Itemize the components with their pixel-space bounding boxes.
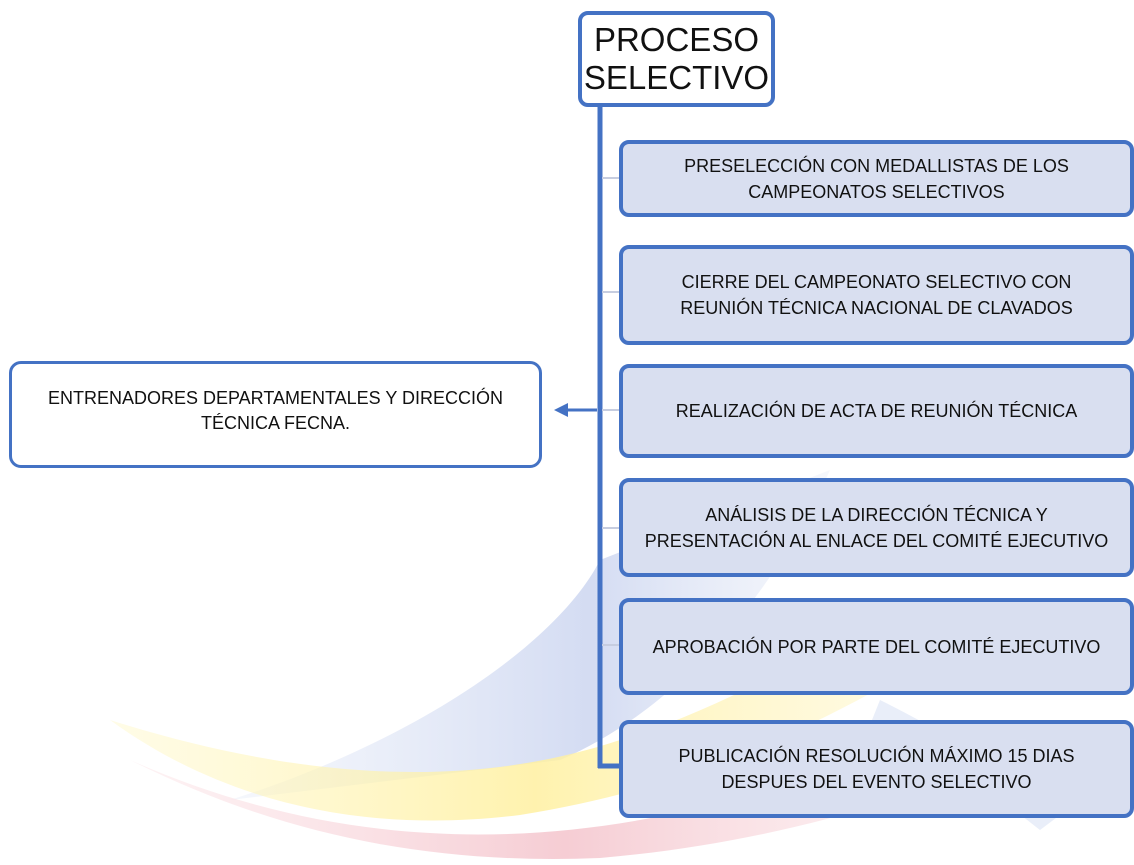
side-note-label: ENTRENADORES DEPARTAMENTALES Y DIRECCIÓN…: [47, 388, 504, 433]
process-title-box: PROCESO SELECTIVO: [578, 11, 775, 107]
step-box-2: CIERRE DEL CAMPEONATO SELECTIVO CON REUN…: [619, 245, 1134, 345]
step-box-6: PUBLICACIÓN RESOLUCIÓN MÁXIMO 15 DIAS DE…: [619, 720, 1134, 818]
step-box-5: APROBACIÓN POR PARTE DEL COMITÉ EJECUTIV…: [619, 598, 1134, 695]
step-box-3: REALIZACIÓN DE ACTA DE REUNIÓN TÉCNICA: [619, 364, 1134, 458]
step-label-2: CIERRE DEL CAMPEONATO SELECTIVO CON REUN…: [680, 272, 1073, 318]
side-note-box: ENTRENADORES DEPARTAMENTALES Y DIRECCIÓN…: [9, 361, 542, 468]
step-label-1: PRESELECCIÓN CON MEDALLISTAS DE LOS CAMP…: [684, 155, 1069, 202]
step-label-3: REALIZACIÓN DE ACTA DE REUNIÓN TÉCNICA: [675, 401, 1078, 421]
side-arrow-head: [554, 403, 568, 417]
step-box-1: PRESELECCIÓN CON MEDALLISTAS DE LOS CAMP…: [619, 140, 1134, 217]
step-label-6: PUBLICACIÓN RESOLUCIÓN MÁXIMO 15 DIAS DE…: [678, 746, 1075, 792]
step-label-4: ANÁLISIS DE LA DIRECCIÓN TÉCNICA Y PRESE…: [644, 504, 1109, 551]
watermark-red-band: [130, 720, 1000, 859]
step-box-4: ANÁLISIS DE LA DIRECCIÓN TÉCNICA Y PRESE…: [619, 478, 1134, 577]
process-title: PROCESO SELECTIVO: [583, 21, 770, 96]
step-label-5: APROBACIÓN POR PARTE DEL COMITÉ EJECUTIV…: [652, 636, 1101, 657]
watermark-yellow-band: [110, 600, 960, 821]
